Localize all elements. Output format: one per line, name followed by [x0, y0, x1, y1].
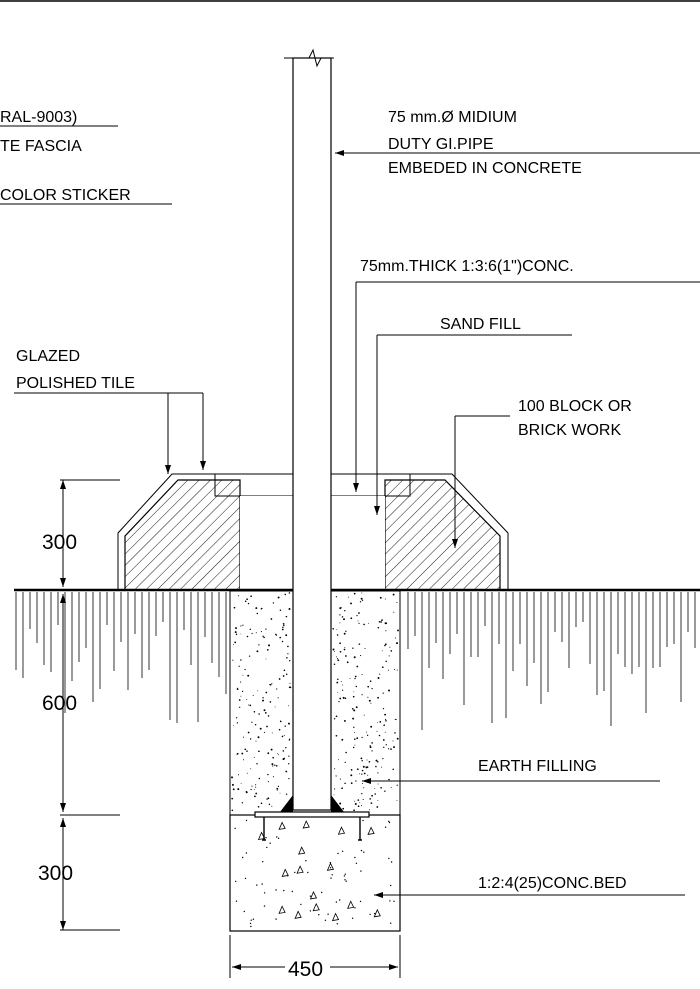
anchor-bolts [262, 817, 362, 841]
label-fascia: TE FASCIA [0, 138, 82, 155]
label-concrete-layer: 75mm.THICK 1:3:6(1")CONC. [360, 258, 574, 275]
label-concrete-bed: 1:2:4(25)CONC.BED [478, 875, 627, 892]
label-pipe-3: EMBEDED IN CONCRETE [388, 160, 582, 177]
dim-bed-depth: 300 [38, 862, 73, 885]
gi-pipe [292, 57, 332, 811]
dim-footing-depth: 600 [42, 692, 77, 715]
leader-lines [0, 125, 700, 898]
label-sand-fill: SAND FILL [440, 316, 521, 333]
base-plate [254, 811, 370, 818]
label-block-1: 100 BLOCK OR [518, 398, 632, 415]
pipe-break-symbol [284, 48, 334, 68]
label-color-sticker: COLOR STICKER [0, 187, 131, 204]
label-pipe-2: DUTY GI.PIPE [388, 136, 494, 153]
concrete-bed-aggregate [234, 819, 395, 928]
label-earth-filling: EARTH FILLING [478, 758, 597, 775]
label-ral-code: RAL-9003) [0, 109, 77, 126]
dim-plinth-height: 300 [42, 531, 77, 554]
dim-footing-width: 450 [288, 958, 323, 981]
concrete-bed [229, 814, 401, 932]
natural-soil-hatching [15, 592, 696, 730]
weld-fillet-right [331, 795, 344, 812]
label-pipe-1: 75 mm.Ø MIDIUM [388, 109, 517, 126]
earth-filling-speckle [231, 592, 399, 812]
label-block-2: BRICK WORK [518, 422, 621, 439]
label-tile-2: POLISHED TILE [16, 375, 135, 392]
dimension-lines [60, 479, 401, 978]
label-tile-1: GLAZED [16, 348, 80, 365]
weld-fillet-left [280, 795, 293, 812]
